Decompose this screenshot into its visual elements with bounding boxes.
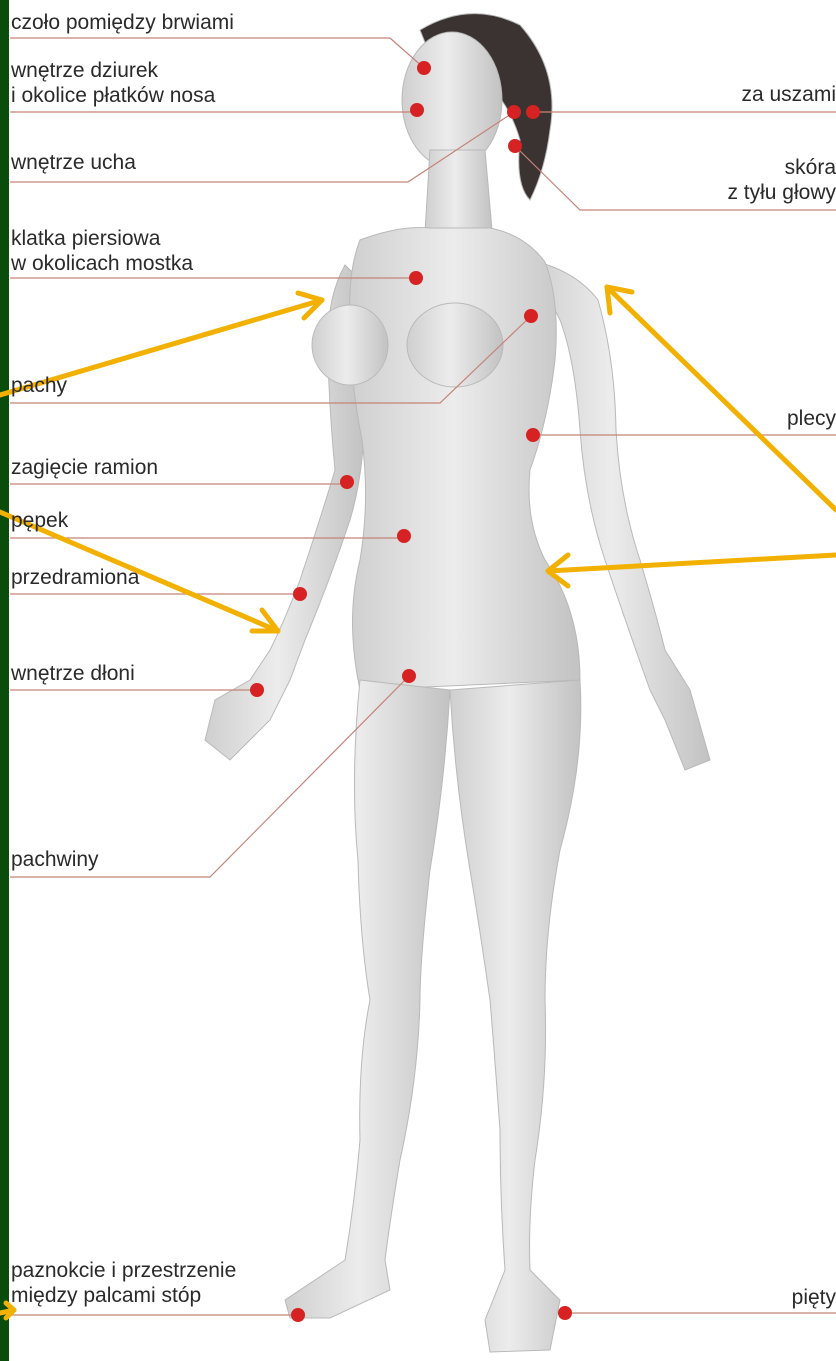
left-breast-shape xyxy=(312,305,388,385)
right-leg-shape xyxy=(450,680,581,1352)
marker-forearm xyxy=(293,587,307,601)
marker-forehead xyxy=(417,61,431,75)
label-nostrils: wnętrze dziurek i okolice płatków nosa xyxy=(11,58,215,108)
marker-navel xyxy=(397,529,411,543)
marker-back xyxy=(526,428,540,442)
marker-behind-ears xyxy=(526,105,540,119)
label-forearms: przedramiona xyxy=(11,565,139,590)
human-figure xyxy=(205,14,710,1352)
label-heels: pięty xyxy=(792,1285,836,1310)
label-palms: wnętrze dłoni xyxy=(11,661,135,686)
label-navel: pępek xyxy=(11,508,68,533)
arrow-to-right-hip xyxy=(548,555,836,586)
right-breast-shape xyxy=(407,303,503,387)
label-back: plecy xyxy=(787,406,836,431)
marker-inner-ear xyxy=(507,105,521,119)
marker-nostrils xyxy=(410,103,424,117)
torso-shape xyxy=(350,228,580,691)
marker-armpit xyxy=(524,309,538,323)
label-forehead: czoło pomiędzy brwiami xyxy=(11,10,234,35)
marker-heels xyxy=(558,1306,572,1320)
label-inner-ear: wnętrze ucha xyxy=(11,150,136,175)
label-toenails: paznokcie i przestrzenie między palcami … xyxy=(11,1258,236,1308)
head-shape xyxy=(402,32,502,168)
label-elbow-bends: zagięcie ramion xyxy=(11,455,158,480)
label-scalp-back: skóra z tyłu głowy xyxy=(727,155,836,205)
marker-scalp xyxy=(508,139,522,153)
marker-elbow xyxy=(340,475,354,489)
arrow-to-right-shoulder xyxy=(607,287,836,510)
label-armpits: pachy xyxy=(11,373,67,398)
label-chest: klatka piersiowa w okolicach mostka xyxy=(11,226,193,276)
marker-groin xyxy=(402,669,416,683)
label-behind-ears: za uszami xyxy=(741,82,836,107)
marker-palm xyxy=(250,683,264,697)
neck-shape xyxy=(425,150,492,232)
label-groin: pachwiny xyxy=(11,847,99,872)
marker-toenails xyxy=(291,1308,305,1322)
marker-chest xyxy=(409,271,423,285)
